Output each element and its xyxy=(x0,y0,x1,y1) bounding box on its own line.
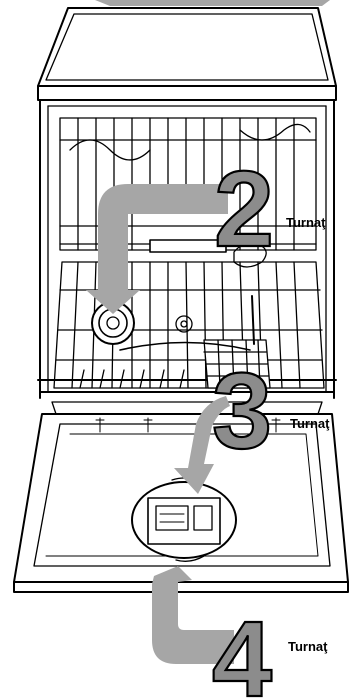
step-4-label: Turnaţ xyxy=(288,640,327,653)
step-2-label: Turnaţ xyxy=(286,216,325,229)
step-3-digit: 3 xyxy=(212,350,272,471)
lower-rack xyxy=(38,262,336,414)
step-4-digit: 4 xyxy=(212,598,272,700)
top-bar xyxy=(95,0,330,6)
dishwasher-top xyxy=(38,8,336,86)
step-3-label: Turnaţ xyxy=(290,417,329,430)
step-digits: 2 3 4 xyxy=(212,148,274,700)
step-2-digit: 2 xyxy=(214,148,274,269)
